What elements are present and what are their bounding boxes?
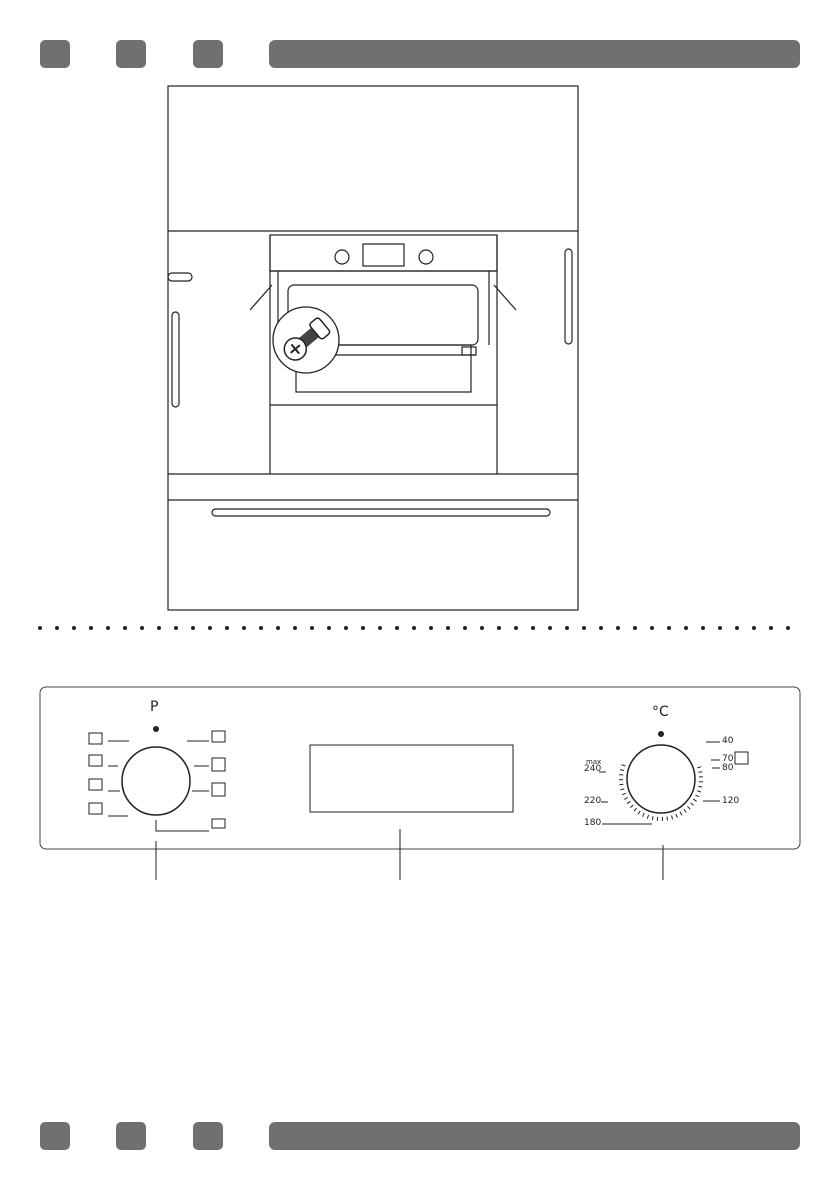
temp-label-120: 120 [722, 796, 739, 806]
dial-tick [619, 784, 623, 785]
temp-unit-label: °C [652, 704, 669, 720]
display-window [310, 745, 513, 812]
temp-label-240: 240 [584, 764, 601, 774]
temp-label-180: 180 [584, 818, 601, 828]
dial-tick [698, 772, 702, 773]
dial-tick [698, 786, 702, 787]
temp-label-40: 40 [722, 736, 733, 746]
dial-tick [667, 817, 668, 821]
temp-label-220: 220 [584, 796, 601, 806]
program-label: P [150, 699, 158, 715]
temp-label-80: 80 [722, 763, 733, 773]
